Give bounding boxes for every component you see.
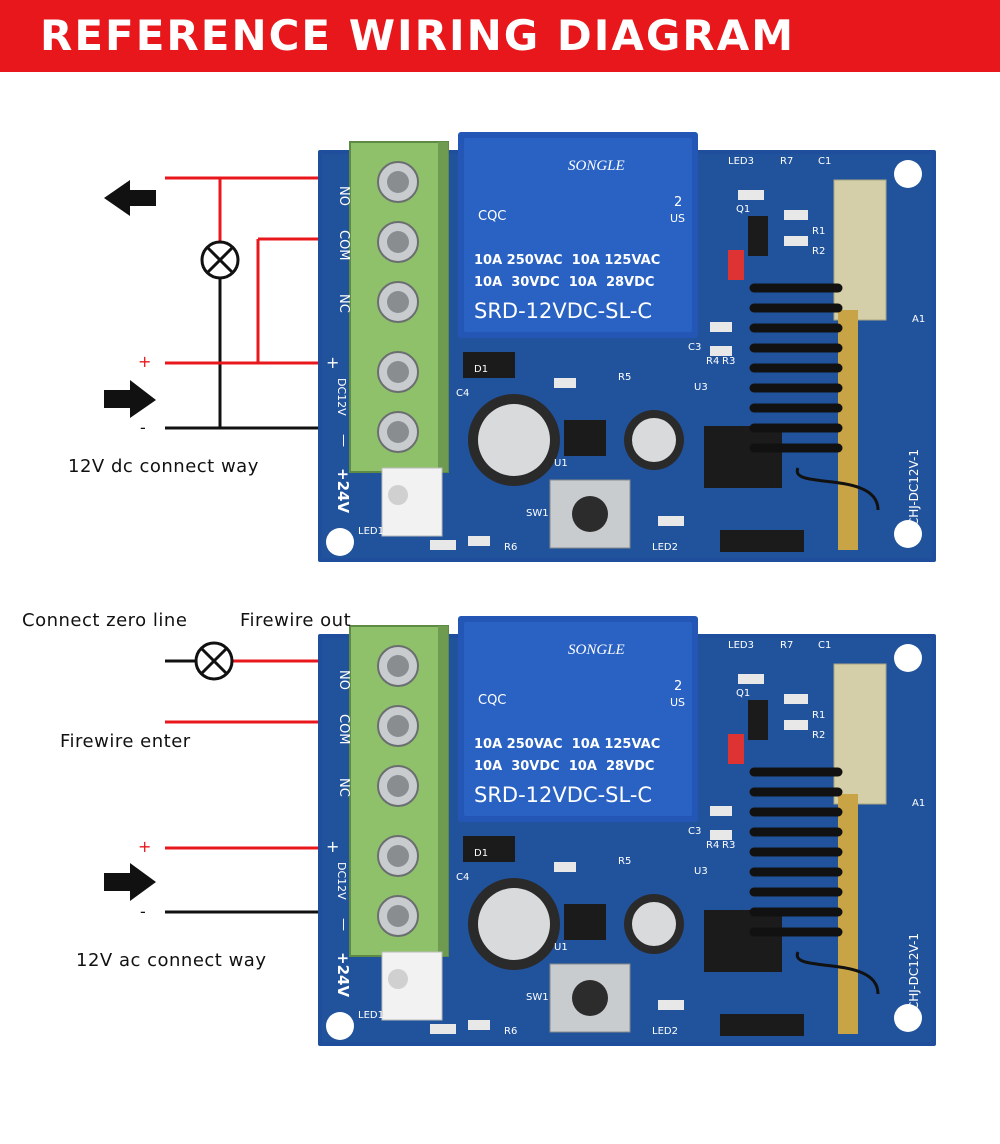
relay-rating-line2: 10A 30VDC 10A 28VDC [474, 759, 654, 774]
component-label-led3: LED3 [728, 640, 754, 651]
component-label-led1: LED1 [358, 1010, 384, 1021]
relay-board-bottom [318, 616, 936, 1046]
component-label-a1: A1 [912, 798, 925, 809]
wiring-top [165, 176, 318, 430]
terminal-label-no: NO [336, 186, 351, 206]
component-label-r2: R2 [812, 246, 825, 257]
label-connect-zero-line: Connect zero line [22, 610, 188, 631]
arrow-right-icon [104, 863, 156, 901]
component-label-led3: LED3 [728, 156, 754, 167]
arrow-right-icon [104, 380, 156, 418]
component-label-u3: U3 [694, 866, 708, 877]
plus-sign: + [138, 837, 152, 856]
terminal-label-minus: — [336, 434, 351, 447]
component-label-c3: C3 [688, 826, 701, 837]
plus-sign: + [138, 352, 152, 371]
component-label-c3: C3 [688, 342, 701, 353]
relay-model: SRD-12VDC-SL-C [474, 299, 652, 323]
component-label-c4: C4 [456, 388, 469, 399]
terminal-label-dc12v: DC12V [335, 862, 348, 900]
label-firewire-out: Firewire out [240, 610, 352, 631]
component-label-c4: C4 [456, 872, 469, 883]
relay-board-top [318, 132, 936, 562]
component-label-sw1: SW1 [526, 992, 549, 1003]
supply-label: +24V [334, 952, 352, 997]
component-label-r4: R4 [706, 840, 719, 851]
component-label-u1: U1 [554, 942, 568, 953]
terminal-label-dc12v: DC12V [335, 378, 348, 416]
title-banner: REFERENCE WIRING DIAGRAM [0, 0, 1000, 72]
minus-sign: - [140, 418, 146, 437]
lamp-icon [194, 641, 234, 681]
component-label-r3: R3 [722, 356, 735, 367]
model-text: .CHJ-DC12V-1 [907, 449, 921, 530]
label-firewire-enter: Firewire enter [60, 731, 191, 752]
wiring-bottom [165, 659, 318, 914]
component-label-d1: D1 [474, 364, 488, 375]
page-title: REFERENCE WIRING DIAGRAM [40, 11, 796, 60]
relay-cert: CQC [478, 209, 506, 224]
terminal-label-com: COM [336, 230, 351, 261]
arrow-left-icon [104, 180, 156, 216]
terminal-label-nc: NC [336, 778, 351, 797]
component-label-c1: C1 [818, 640, 831, 651]
component-label-r6: R6 [504, 1026, 517, 1037]
component-label-led1: LED1 [358, 526, 384, 537]
component-label-r1: R1 [812, 226, 825, 237]
caption-dc: 12V dc connect way [68, 456, 259, 477]
relay-model: SRD-12VDC-SL-C [474, 783, 652, 807]
component-label-u3: U3 [694, 382, 708, 393]
lamp-icon [200, 240, 240, 280]
terminal-label-plus: + [326, 353, 339, 372]
component-label-d1: D1 [474, 848, 488, 859]
component-label-a1: A1 [912, 314, 925, 325]
relay-ul-mark: 2 [674, 195, 682, 210]
component-label-q1: Q1 [736, 688, 750, 699]
relay-ul-mark: 2 [674, 679, 682, 694]
relay-rating-line2: 10A 30VDC 10A 28VDC [474, 275, 654, 290]
relay-brand: SONGLE [568, 158, 625, 174]
component-label-r3: R3 [722, 840, 735, 851]
component-label-q1: Q1 [736, 204, 750, 215]
relay-cert: CQC [478, 693, 506, 708]
terminal-label-nc: NC [336, 294, 351, 313]
component-label-r6: R6 [504, 542, 517, 553]
component-label-led2: LED2 [652, 542, 678, 553]
relay-brand: SONGLE [568, 642, 625, 658]
component-label-r7: R7 [780, 640, 793, 651]
component-label-r5: R5 [618, 856, 631, 867]
minus-sign: - [140, 902, 146, 921]
terminal-label-no: NO [336, 670, 351, 690]
component-label-u1: U1 [554, 458, 568, 469]
component-label-r7: R7 [780, 156, 793, 167]
relay-ul-us: US [670, 212, 685, 225]
component-label-r4: R4 [706, 356, 719, 367]
relay-ul-us: US [670, 696, 685, 709]
component-label-r5: R5 [618, 372, 631, 383]
component-label-led2: LED2 [652, 1026, 678, 1037]
caption-ac: 12V ac connect way [76, 950, 267, 971]
component-label-r2: R2 [812, 730, 825, 741]
relay-rating-line1: 10A 250VAC 10A 125VAC [474, 737, 660, 752]
component-label-r1: R1 [812, 710, 825, 721]
terminal-label-plus: + [326, 837, 339, 856]
relay-rating-line1: 10A 250VAC 10A 125VAC [474, 253, 660, 268]
terminal-label-minus: — [336, 918, 351, 931]
supply-label: +24V [334, 468, 352, 513]
component-label-sw1: SW1 [526, 508, 549, 519]
model-text: .CHJ-DC12V-1 [907, 933, 921, 1014]
terminal-label-com: COM [336, 714, 351, 745]
component-label-c1: C1 [818, 156, 831, 167]
